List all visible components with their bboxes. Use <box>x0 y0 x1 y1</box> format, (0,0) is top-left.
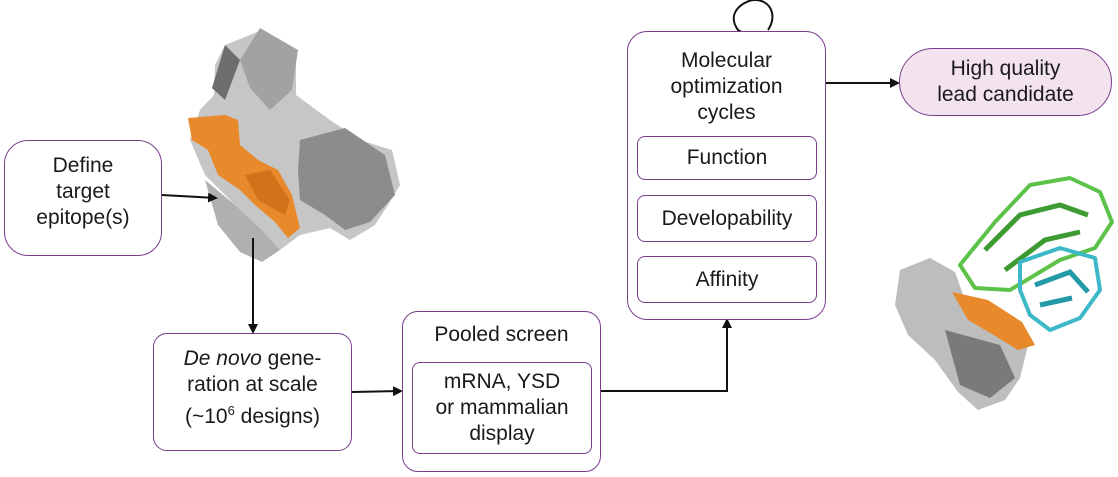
function-box: Function <box>637 136 817 180</box>
arrow-denovo-to-pooled <box>351 386 403 397</box>
developability-label: Developability <box>661 207 793 230</box>
affinity-label: Affinity <box>695 268 759 291</box>
denovo-line-2: ration at scale <box>187 373 318 396</box>
denovo-line-3: (~106 designs) <box>184 403 321 428</box>
pooled-title: Pooled screen <box>434 323 569 346</box>
display-method-box: mRNA, YSD or mammalian display <box>412 362 592 454</box>
optimization-line-2: optimization <box>670 75 783 98</box>
developability-box: Developability <box>637 195 817 242</box>
target-protein-image <box>188 28 400 262</box>
arrow-define-to-target <box>161 192 218 203</box>
display-line-2: or mammalian <box>435 396 569 419</box>
affinity-box: Affinity <box>637 256 817 303</box>
denovo-generation-node: De novo gene- ration at scale (~106 desi… <box>153 333 352 451</box>
lead-line-1: High quality <box>950 57 1061 80</box>
define-line-2: target <box>56 180 110 203</box>
optimization-line-3: cycles <box>697 101 756 124</box>
denovo-line-1: De novo gene- <box>183 347 322 370</box>
cycle-loop-arrow <box>732 0 774 40</box>
lead-candidate-node: High quality lead candidate <box>899 48 1112 116</box>
display-line-1: mRNA, YSD <box>443 370 561 393</box>
display-line-3: display <box>469 422 535 445</box>
arrow-pooled-to-optimization <box>601 318 732 392</box>
antibody-complex-image <box>895 176 1114 410</box>
function-label: Function <box>686 146 768 169</box>
define-line-1: Define <box>52 154 114 177</box>
flow-arrows <box>161 0 900 397</box>
define-line-3: epitope(s) <box>36 206 130 229</box>
optimization-line-1: Molecular <box>680 49 773 72</box>
lead-line-2: lead candidate <box>937 83 1074 106</box>
define-target-node: Define target epitope(s) <box>4 140 162 256</box>
